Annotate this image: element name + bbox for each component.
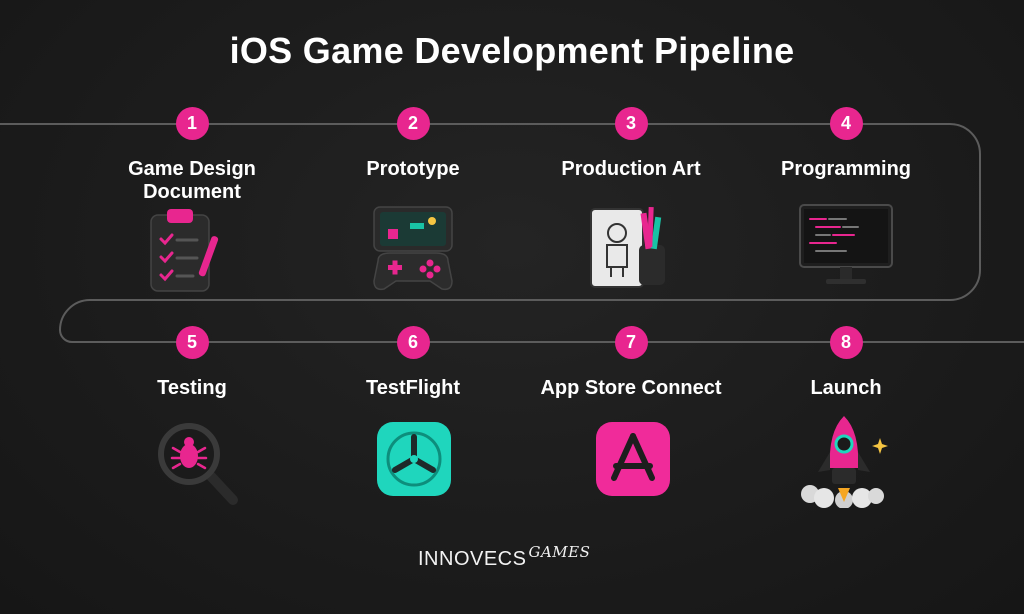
code-monitor-icon [799,204,893,284]
page-title: iOS Game Development Pipeline [229,30,795,71]
step-8: 8 Launch [736,326,956,400]
step-number-badge: 6 [396,326,430,359]
testflight-app-icon [377,422,451,496]
step-6: 6 TestFlight [303,326,523,400]
step-4: 4 Programming [736,107,956,181]
app-store-icon [596,422,670,496]
step-label: Game Design Document [128,158,256,203]
step-label: Launch [810,377,882,399]
step-label: Testing [157,377,227,399]
step-label: Production Art [561,158,701,180]
step-number-badge: 8 [829,326,863,359]
step-label: Prototype [366,158,460,180]
step-1: 1 Game Design Document [82,107,302,236]
step-label: Programming [780,158,912,180]
rocket-icon [801,416,888,508]
bug-magnifier-icon [158,423,238,505]
sketchpad-pencils-icon [590,206,665,288]
step-number-badge: 7 [614,326,648,359]
step-7: 7 App Store Connect [521,326,741,400]
step-number-badge: 4 [829,107,863,140]
brand-suffix: GAMES [528,543,591,561]
step-3: 3 Production Art [521,107,741,181]
step-label: App Store Connect [540,377,722,399]
step-number-badge: 2 [396,107,430,140]
step-number-badge: 3 [614,107,648,140]
step-2: 2 Prototype [303,107,523,181]
clipboard-checklist-icon [150,209,219,292]
step-label: TestFlight [365,377,461,399]
game-controller-phone-icon [373,206,453,291]
step-5: 5 Testing [82,326,302,400]
step-number-badge: 5 [175,326,209,359]
step-number-badge: 1 [175,107,209,140]
brand-name: INNOVECS [418,548,527,570]
